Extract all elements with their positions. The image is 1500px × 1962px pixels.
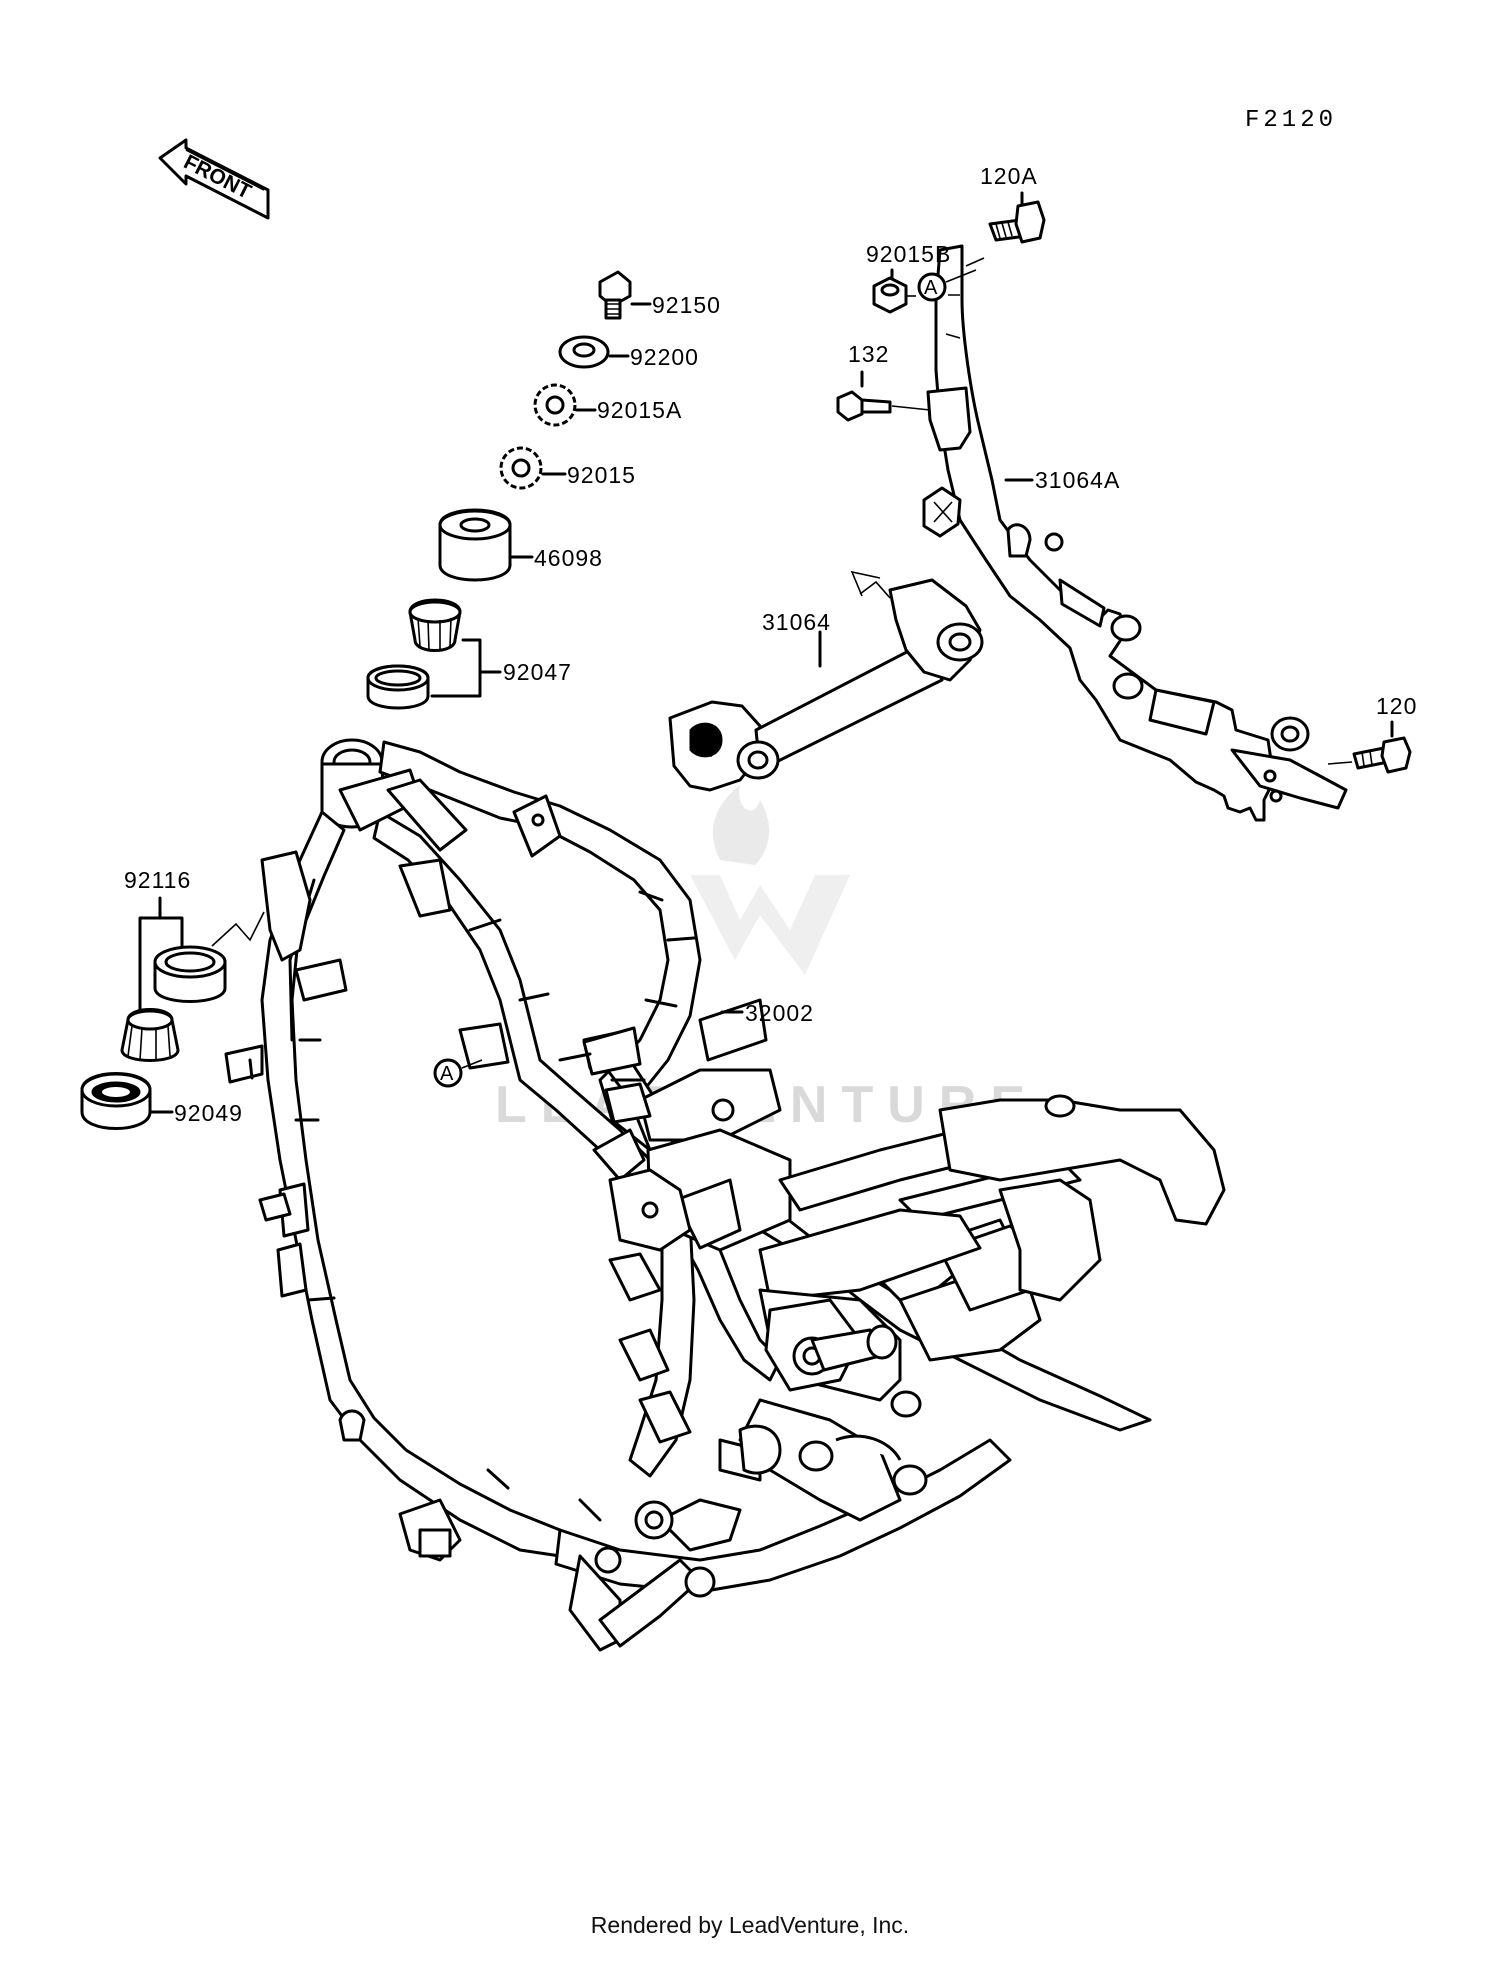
leader-31064-hint [850,570,881,597]
leader-marker-a-frame [461,1059,483,1069]
label-92015: 92015 [567,462,636,488]
bolt-120a-icon [988,200,1046,244]
lock-washer-92015-icon [499,446,543,490]
bearing-92047-lower-icon [366,664,430,710]
label-92150: 92150 [652,292,721,318]
leader-120-to-tube [1327,761,1353,765]
label-92015a: 92015A [597,397,682,423]
reference-marker-a-top: A [917,272,947,302]
seal-92049-icon [80,1072,152,1130]
reference-marker-a-frame-letter: A [440,1063,454,1085]
figure-id: F2120 [1245,107,1337,134]
washer-92200-icon [558,335,610,369]
label-46098: 46098 [534,545,603,571]
footer-credit: Rendered by LeadVenture, Inc. [590,1912,910,1938]
label-32002: 32002 [745,1000,814,1026]
label-31064a: 31064A [1035,467,1120,493]
label-132: 132 [848,341,889,367]
main-frame-32002 [224,738,1226,1652]
label-92049: 92049 [174,1100,243,1126]
bearing-92116-outer-race-icon [153,945,227,1003]
leader-marker-a-top-to-tube [945,269,977,283]
label-120a: 120A [980,163,1038,189]
bolt-92150-icon [598,270,632,320]
cross-member-31064 [668,578,984,792]
label-92015b: 92015B [866,241,951,267]
leader-92116 [138,896,184,1020]
label-92200: 92200 [630,344,699,370]
watermark-logo [690,785,850,975]
bolt-132-icon [836,390,892,422]
reference-marker-a-frame: A [433,1058,463,1088]
down-tube-31064a [922,244,1348,822]
front-arrow-icon: FRONT [158,138,270,220]
nut-92015b-icon [872,276,908,314]
leader-92047 [430,638,502,698]
bearing-92047-upper-icon [408,598,462,652]
label-92116: 92116 [124,867,191,893]
bearing-92116-cone-icon [120,1008,180,1062]
reference-marker-a-top-letter: A [924,277,938,299]
bolt-120-icon [1352,736,1412,774]
leader-92116-bracket [211,911,265,947]
label-120: 120 [1376,693,1417,719]
nut-46098-icon [438,508,512,582]
leader-132-to-tube [891,405,931,411]
leader-120a-to-tube [965,257,985,267]
label-92047: 92047 [503,659,572,685]
label-31064: 31064 [762,609,831,635]
lock-washer-92015a-icon [533,383,577,427]
